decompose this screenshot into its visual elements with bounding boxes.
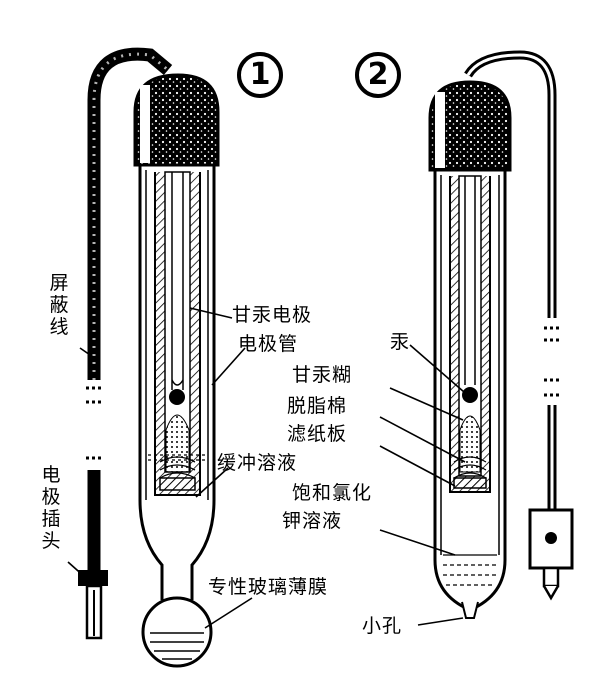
small-hole-tip bbox=[461, 601, 479, 619]
label-absorbent-cotton: 脱脂棉 bbox=[287, 395, 348, 417]
electrode-cap-1 bbox=[133, 73, 220, 167]
label-filter-paper-plate: 滤纸板 bbox=[287, 423, 348, 445]
electrode-plug-shape bbox=[78, 570, 108, 586]
electrode-cap-2 bbox=[428, 80, 512, 172]
electrode-tube-1 bbox=[138, 165, 164, 600]
glass-bulb bbox=[141, 596, 213, 668]
leader-lines bbox=[67, 307, 466, 629]
label-glass-membrane: 专性玻璃薄膜 bbox=[208, 576, 329, 598]
label-saturated-kcl-2: 钾溶液 bbox=[282, 510, 343, 532]
label-shield-wire: 屏蔽线 bbox=[49, 272, 69, 338]
label-electrode-plug: 电极插头 bbox=[41, 464, 61, 552]
marker-2: 2 bbox=[355, 52, 401, 98]
label-mercury: 汞 bbox=[390, 331, 411, 353]
label-calomel-paste: 甘汞糊 bbox=[292, 364, 353, 386]
label-saturated-kcl-1: 饱和氯化 bbox=[292, 482, 373, 504]
label-electrode-tube: 电极管 bbox=[238, 333, 299, 355]
reference-electrode bbox=[428, 50, 574, 619]
marker-1: 1 bbox=[237, 52, 283, 98]
mercury-drop-2 bbox=[462, 387, 478, 403]
label-calomel-electrode: 甘汞电极 bbox=[232, 304, 313, 326]
label-small-hole: 小孔 bbox=[362, 615, 403, 637]
glass-electrode bbox=[78, 47, 220, 668]
label-buffer-solution: 缓冲溶液 bbox=[217, 452, 298, 474]
mercury-drop-1 bbox=[169, 389, 185, 405]
